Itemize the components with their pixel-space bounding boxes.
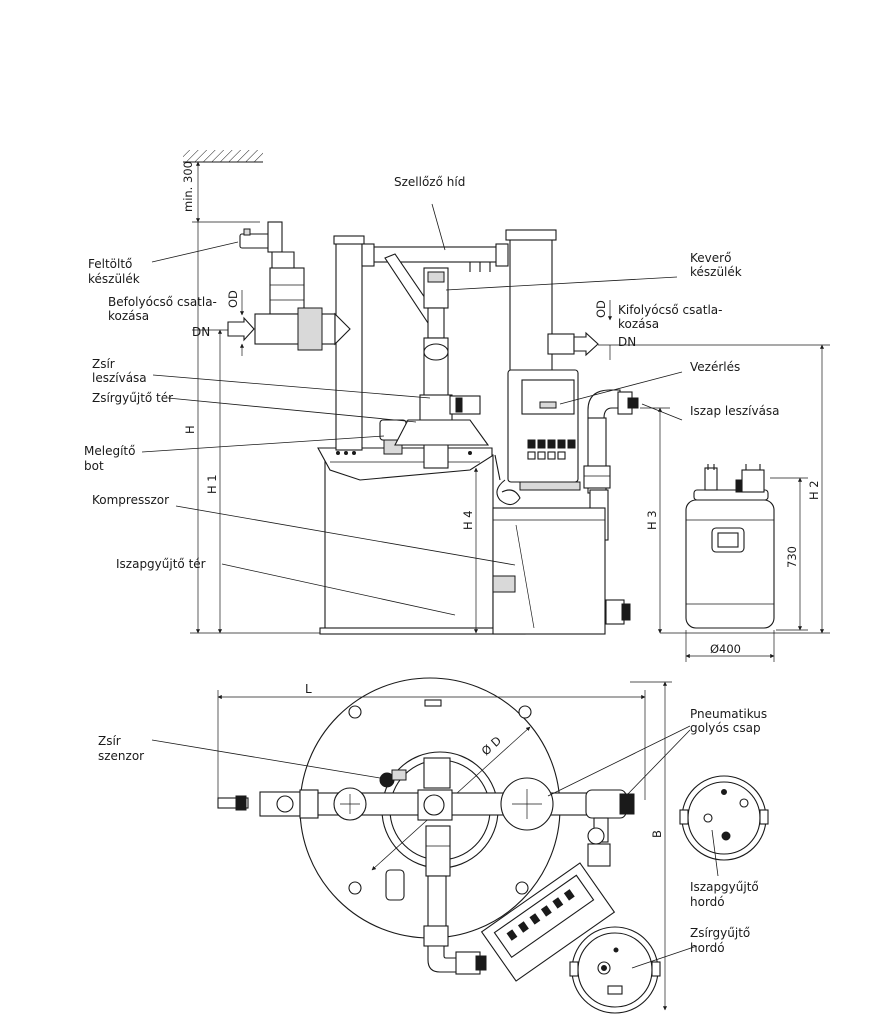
od-circle-label: Ø D [479, 733, 504, 758]
compressor [492, 507, 606, 635]
mixer-label-1: Keverő [690, 251, 731, 265]
dn-right-label: DN [618, 335, 636, 349]
grease-sensor-label-1: Zsír [98, 734, 121, 748]
h4-label: H 4 [461, 510, 475, 530]
od-left-label: OD [226, 290, 240, 308]
sludge-barrel-label-1: Iszapgyűjtő [690, 880, 759, 894]
min300-label: min. 300 [181, 161, 195, 212]
compressor-top [480, 862, 616, 982]
main-tank [324, 454, 494, 631]
od-right-label: OD [594, 300, 608, 318]
h3-label: H 3 [645, 510, 659, 530]
ceiling-hatch [183, 150, 263, 162]
filler-label-2: készülék [88, 272, 140, 286]
b-label: B [650, 830, 664, 838]
side-view [141, 150, 830, 662]
heater-label-2: bot [84, 459, 104, 473]
inlet-pipe [254, 313, 336, 345]
dn-left-label: DN [192, 325, 210, 339]
grease-chamber-label: Zsírgyűjtő tér [92, 391, 173, 405]
compressor-label: Kompresszor [92, 493, 169, 507]
heater-label-1: Melegítő [84, 444, 135, 458]
sludge-chamber-label: Iszapgyűjtő tér [116, 557, 206, 571]
grease-barrel-label-1: Zsírgyűjtő [690, 926, 750, 940]
grease-suction-label-1: Zsír [92, 357, 115, 371]
h2-label: H 2 [807, 480, 821, 500]
grease-sensor-label-2: szenzor [98, 749, 144, 763]
control-buttons [527, 439, 576, 460]
labels: min. 300 Szellőző híd Feltöltő készülék … [84, 161, 821, 955]
grease-barrel-top [569, 926, 661, 1014]
pneumatic-valve-label-2: golyós csap [690, 721, 761, 735]
grease-suction-label-2: leszívása [92, 371, 147, 385]
barrel-side [685, 464, 775, 629]
control-label: Vezérlés [690, 360, 740, 374]
mixer-label-2: készülék [690, 265, 742, 279]
inlet-label-2: kozása [108, 309, 149, 323]
sludge-suction-label: Iszap leszívása [690, 404, 780, 418]
grease-barrel-label-2: hordó [690, 941, 725, 955]
sludge-barrel-label-2: hordó [690, 895, 725, 909]
vent-bridge-label: Szellőző híd [394, 175, 465, 189]
top-view [151, 677, 769, 1014]
pneumatic-valve-label-1: Pneumatikus [690, 707, 767, 721]
inlet-label-1: Befolyócső csatla- [108, 295, 217, 309]
l-label: L [305, 682, 312, 696]
h1-label: H 1 [205, 474, 219, 494]
d730-label: 730 [785, 546, 799, 568]
sludge-barrel-top [679, 775, 769, 861]
h-label: H [183, 425, 197, 434]
outlet-label-2: kozása [618, 317, 659, 331]
outlet-label-1: Kifolyócső csatla- [618, 303, 722, 317]
d400-label: Ø400 [710, 642, 741, 656]
filler-label-1: Feltöltő [88, 257, 132, 271]
